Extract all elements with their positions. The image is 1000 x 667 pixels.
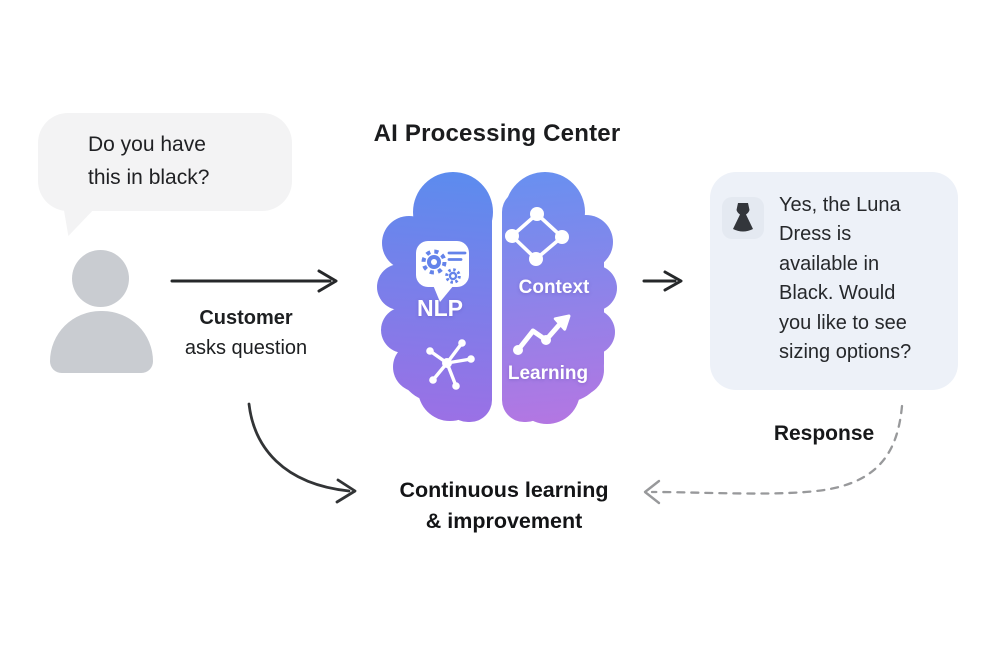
response-line: Dress is [779,223,852,246]
network-nodes-icon [426,339,475,390]
customer-name: Customer [199,307,293,329]
person-icon [72,250,129,307]
feedback-line: & improvement [425,509,583,533]
arrow-customer-to-ai [170,269,338,293]
arrow-ai-to-response [642,270,683,292]
dress-tile [722,197,764,239]
response-line: Black. Would [779,282,896,305]
response-message: Yes, the Luna Dress is available in Blac… [779,191,955,367]
brain-label-context: Context [518,277,590,298]
response-line: sizing options? [779,341,912,364]
chat-bubble-gears-icon [416,241,469,302]
speech-bubble-line: this in black? [88,166,210,189]
trend-arrow-icon [513,314,571,355]
brain-label-learning: Learning [507,363,589,384]
feedback-label: Continuous learning & improvement [378,475,630,537]
diamond-graph-icon [505,207,569,266]
speech-bubble-line: Do you have [88,133,206,156]
brain-label-nlp: NLP [417,295,463,321]
black-dress-icon [733,203,753,232]
response-line: Yes, the Luna [779,194,901,216]
arrow-customer-to-learning [247,402,357,504]
arrow-response-to-learning [643,404,904,505]
page-title: AI Processing Center [373,120,621,147]
response-line: available in [779,252,880,275]
customer-speech-bubble: Do you have this in black? [38,113,292,211]
customer-label: Customer asks question [156,303,336,363]
feedback-line: Continuous learning [399,478,609,502]
response-line: you like to see [779,311,907,334]
response-label: Response [773,422,875,445]
customer-action: asks question [184,337,308,359]
